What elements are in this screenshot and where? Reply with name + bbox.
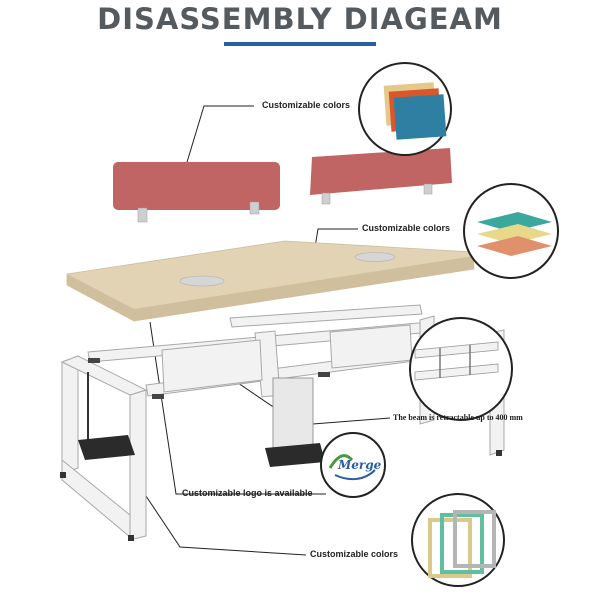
cpu-holder-left <box>78 372 135 460</box>
desktop-colors-inset <box>463 183 559 279</box>
logo-text: Merge <box>338 458 382 472</box>
page-title: DISASSEMBLY DIAGEAM <box>97 2 503 36</box>
leader-frame-colors <box>141 489 307 556</box>
swoosh-icon <box>334 469 376 481</box>
callout-frame-colors: Customizable colors <box>310 549 399 559</box>
desktop <box>66 240 475 322</box>
privacy-screen-left <box>113 162 280 223</box>
frame-feet <box>60 450 502 541</box>
leaf-icon <box>328 454 354 469</box>
title-underline <box>224 42 376 46</box>
callout-desktop-colors: Customizable colors <box>362 223 451 233</box>
callout-screen-colors: Customizable colors <box>262 100 351 110</box>
leader-logo <box>149 321 326 495</box>
logo-inset <box>320 432 386 498</box>
cpu-holder-center <box>265 377 325 467</box>
screen-colors-inset <box>358 62 452 156</box>
callout-beam: The beam is retractable up to 400 mm <box>393 413 523 422</box>
privacy-screen-right <box>310 148 452 205</box>
beam-detail-inset <box>409 317 513 421</box>
callout-logo: Customizable logo is available <box>182 488 313 498</box>
frame-colors-inset <box>411 493 505 587</box>
